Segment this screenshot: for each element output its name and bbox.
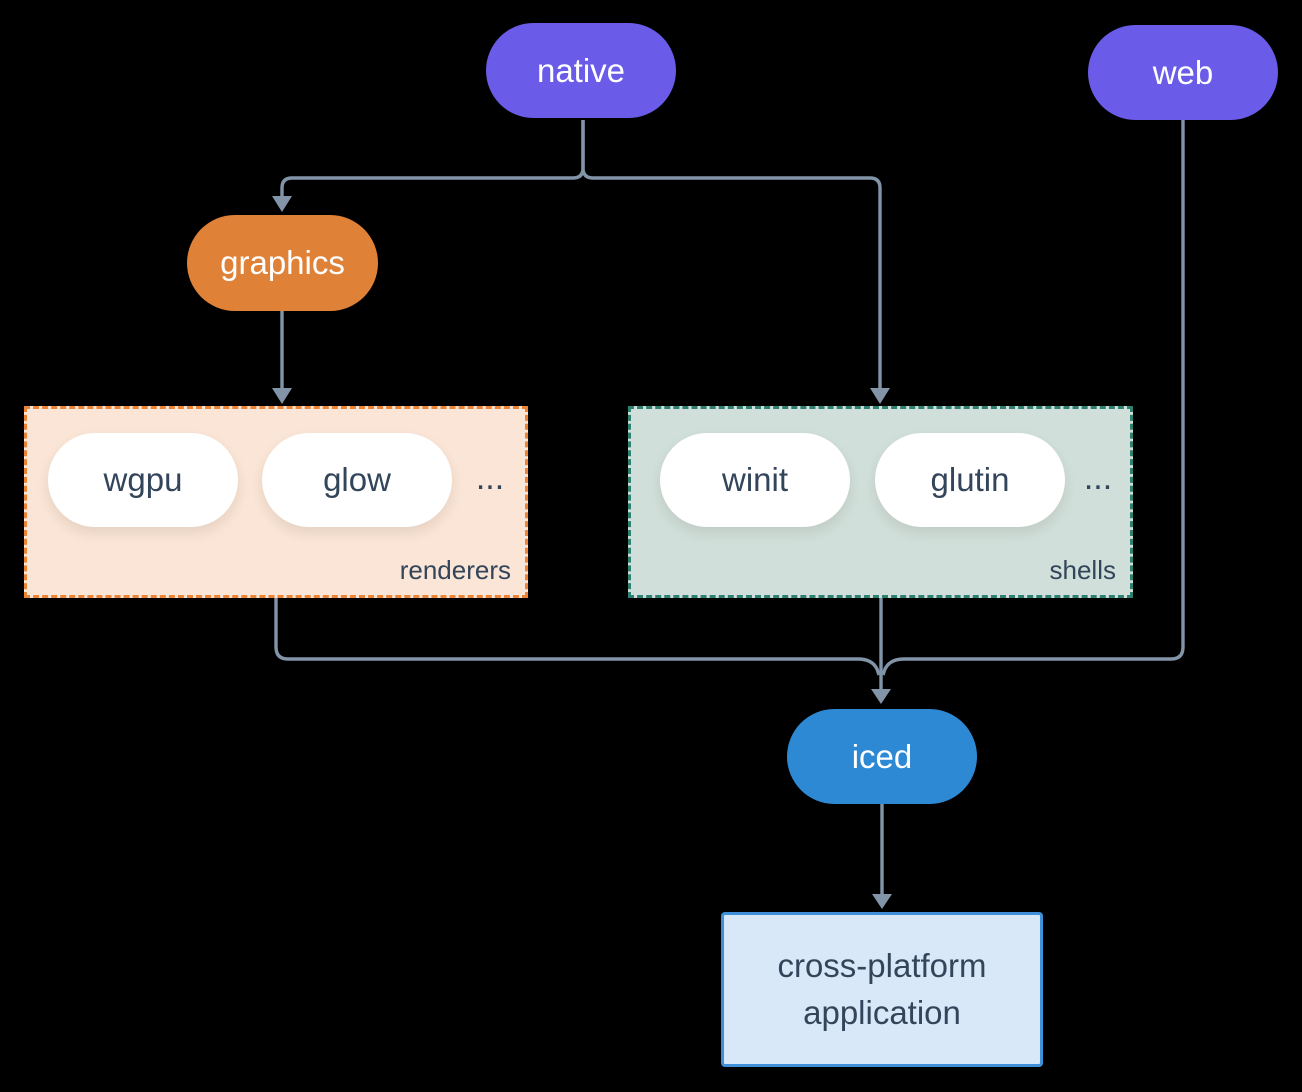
node-winit-label: winit <box>721 461 789 498</box>
node-web: web <box>1088 25 1278 120</box>
node-iced: iced <box>787 709 977 804</box>
edge-native-graphics <box>280 120 585 197</box>
node-glow-label: glow <box>323 461 391 498</box>
arrowhead-application-icon <box>872 894 892 909</box>
arrowhead-renderers-icon <box>272 388 292 404</box>
node-native-label: native <box>536 51 626 89</box>
edge-renderers-iced <box>274 598 881 676</box>
shells-group-label: shells <box>1049 555 1116 585</box>
node-graphics-label: graphics <box>220 244 345 281</box>
edge-native-shells <box>581 120 882 389</box>
node-glutin-label: glutin <box>930 461 1010 498</box>
node-application-label: cross-platform application <box>777 946 987 1031</box>
edge-web-iced <box>881 120 1185 676</box>
node-wgpu-label: wgpu <box>103 461 183 498</box>
shells-ellipsis: ... <box>1083 459 1113 497</box>
node-graphics: graphics <box>187 215 378 311</box>
node-winit: winit <box>660 433 850 527</box>
node-glutin: glutin <box>875 433 1065 527</box>
group-renderers: wgpu glow ... renderers <box>24 406 528 598</box>
node-cross-platform-application: cross-platform application <box>721 912 1043 1067</box>
node-wgpu: wgpu <box>48 433 238 527</box>
renderers-group-label: renderers <box>399 555 511 585</box>
arrowhead-iced-icon <box>871 689 891 704</box>
renderers-ellipsis: ... <box>475 459 505 497</box>
node-native: native <box>486 23 676 118</box>
arrowhead-graphics-icon <box>272 196 292 212</box>
node-glow: glow <box>262 433 452 527</box>
node-web-label: web <box>1152 53 1214 91</box>
group-shells: winit glutin ... shells <box>628 406 1133 598</box>
arrowhead-shells-icon <box>870 388 890 404</box>
node-iced-label: iced <box>851 737 913 775</box>
